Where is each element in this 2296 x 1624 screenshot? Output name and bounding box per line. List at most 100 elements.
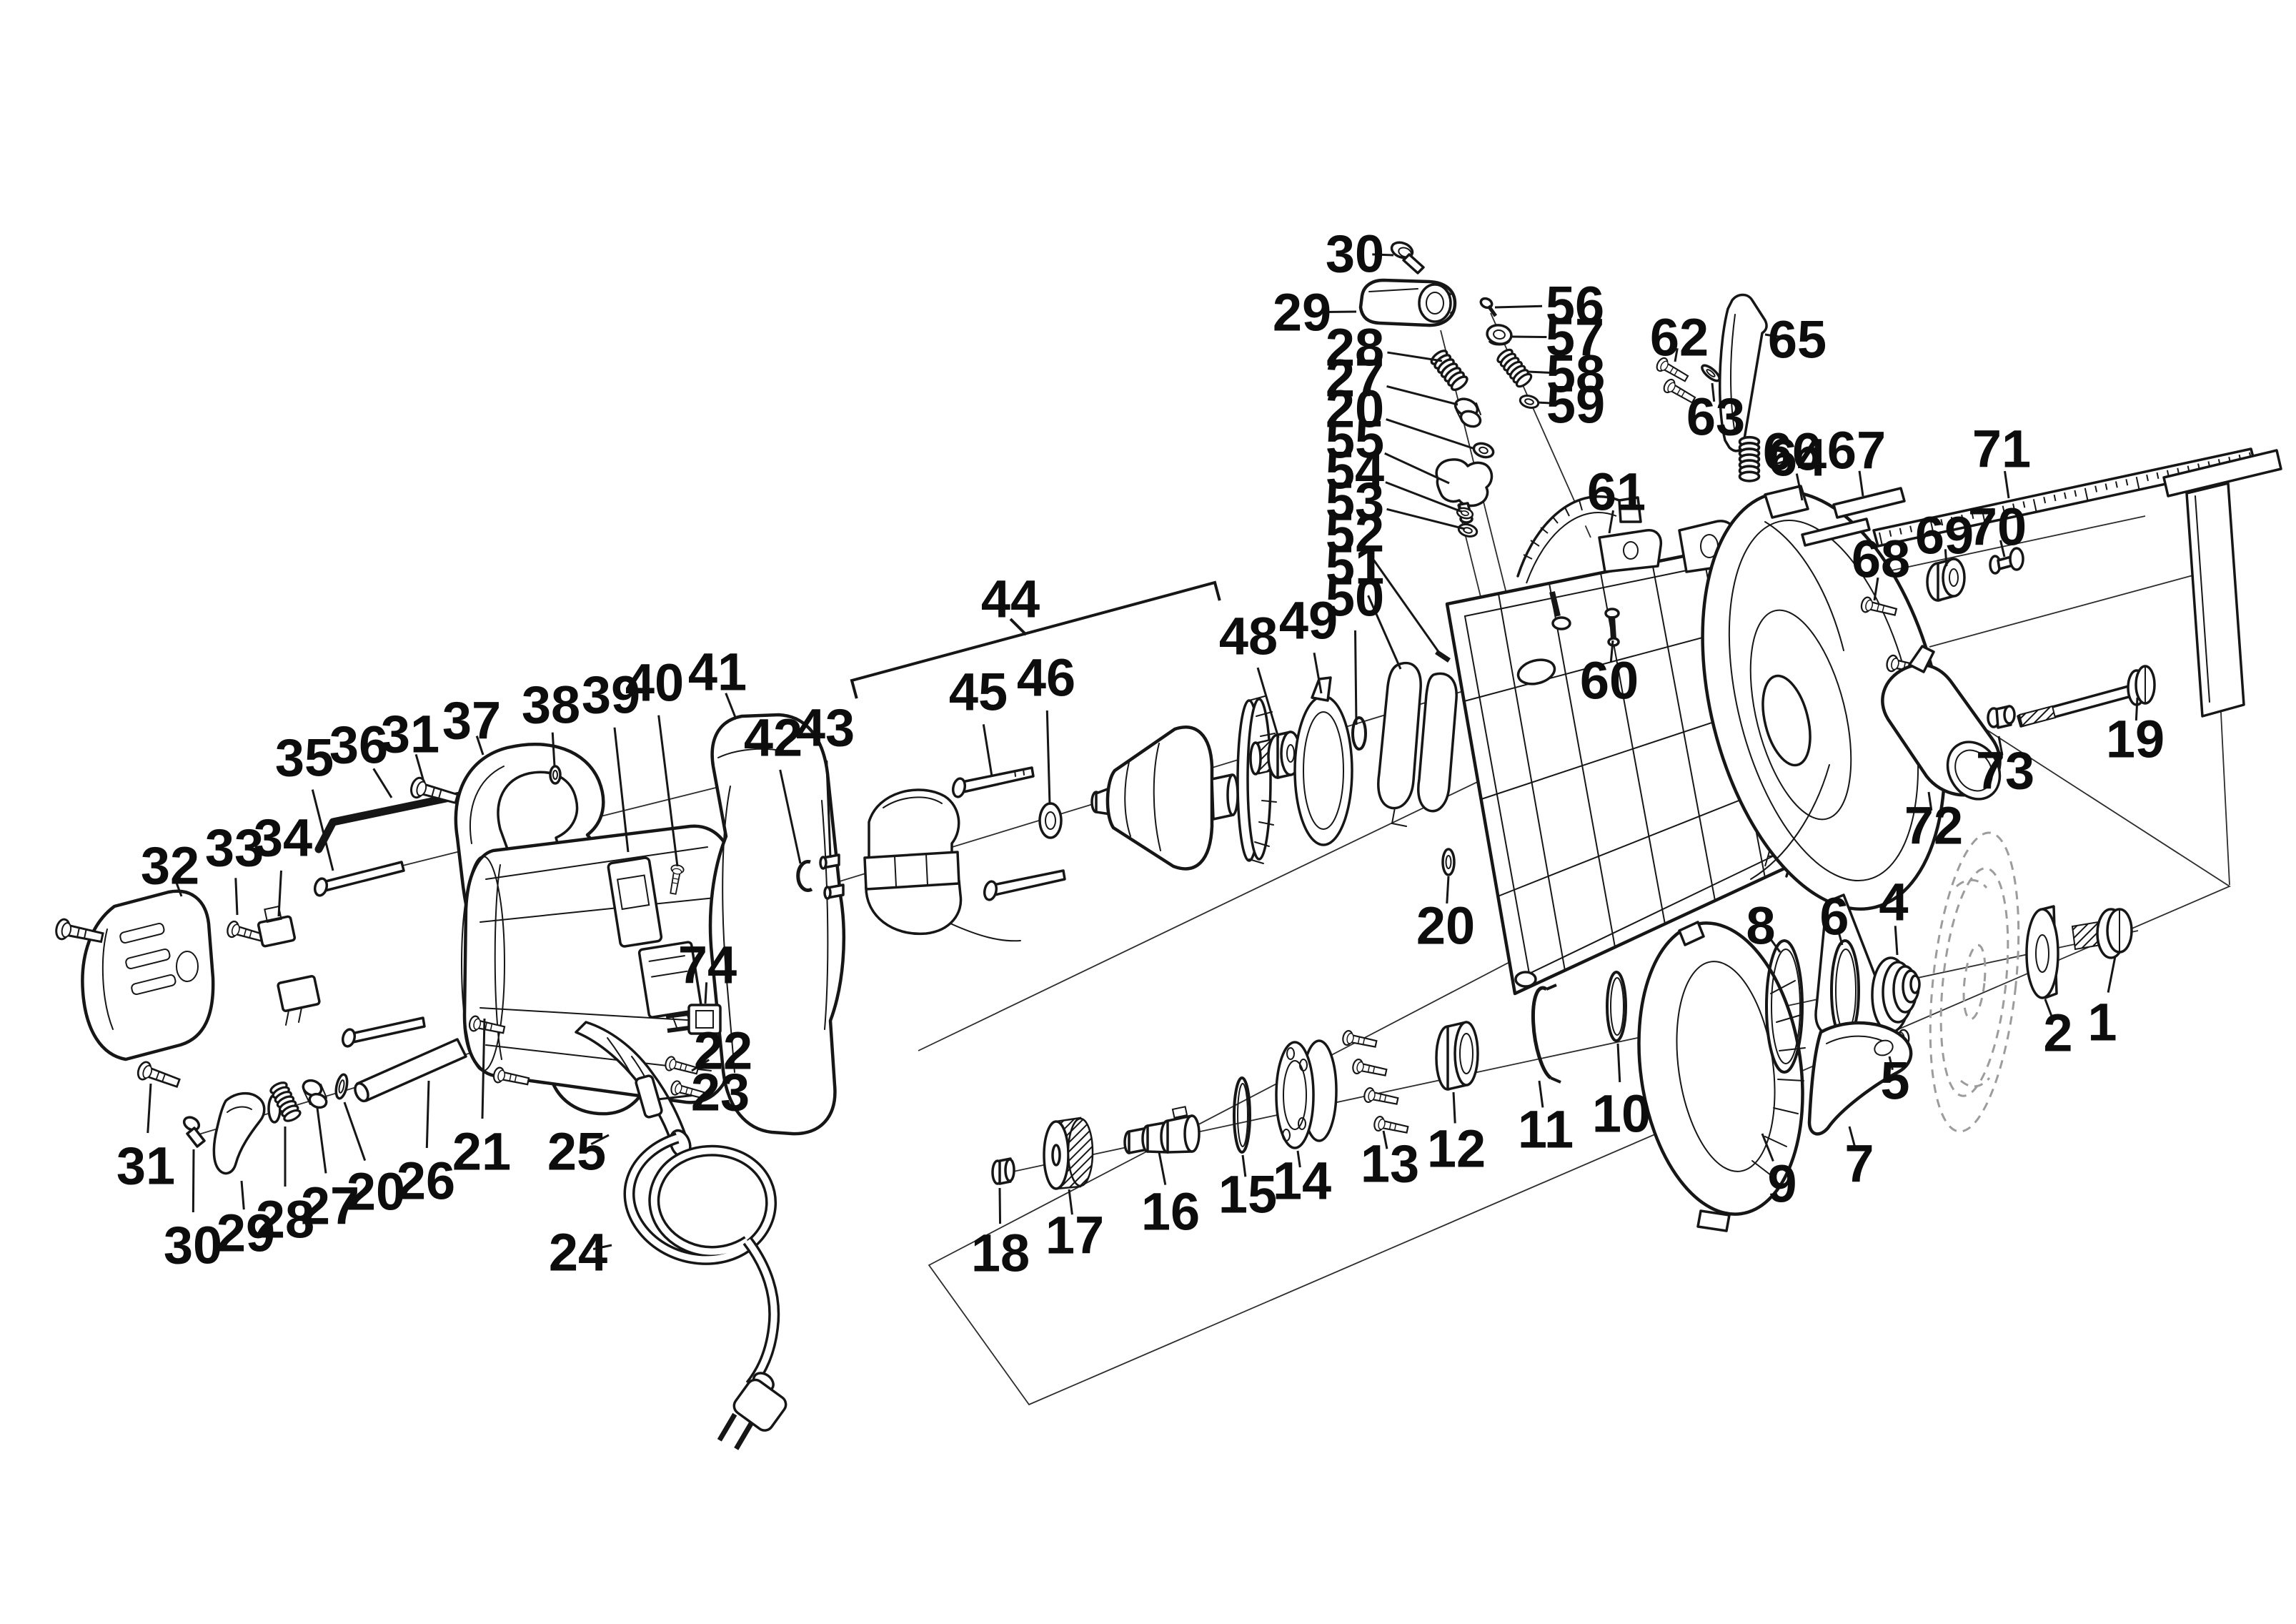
screw-70 [1989, 547, 2024, 575]
bracket-tick [1009, 618, 1028, 636]
ruler-tick [2104, 483, 2108, 490]
part-callout-53: 53 [1326, 472, 1384, 531]
bolt-19 [2017, 665, 2156, 728]
rod-26 [354, 1038, 467, 1103]
part-callout-57: 57 [1546, 308, 1604, 367]
bevel-lever-7 [1807, 1021, 1913, 1136]
part-callout-56: 56 [1546, 276, 1604, 335]
ruler-tick [2053, 494, 2057, 502]
part-callout-31: 31 [381, 705, 439, 764]
leader-line-63 [1711, 382, 1716, 402]
circlip-11 [1531, 984, 1561, 1084]
plate-pin-washer [1551, 616, 1571, 630]
power-cord-24 [623, 1132, 787, 1450]
ruler-tick [1929, 521, 1934, 534]
part-callout-60: 60 [1580, 651, 1639, 710]
ring-10 [1606, 971, 1627, 1042]
part-callout-49: 49 [1279, 591, 1338, 650]
part-callout-28: 28 [1326, 318, 1384, 377]
lower-guard-horn-72 [1881, 645, 2002, 801]
collar-57 [1486, 324, 1513, 346]
gear-17 [1043, 1116, 1094, 1190]
guard-lever-51 [1377, 661, 1458, 827]
rip-fence [2162, 449, 2282, 718]
leader-line-12 [1452, 1091, 1456, 1124]
leader-line-56 [1494, 304, 1543, 309]
part-callout-73: 73 [1976, 741, 2034, 801]
cord-clamp-22-23 [635, 1054, 706, 1119]
leader-line-37 [475, 736, 484, 756]
oring-15 [1233, 1076, 1251, 1154]
leader-line-4 [1894, 926, 1899, 956]
spindle-16 [1123, 1106, 1201, 1154]
leader-line-53 [1386, 508, 1466, 530]
leader-line-55 [1384, 452, 1450, 485]
outer-flange-2 [2025, 905, 2059, 999]
ruler-tick [1992, 508, 1995, 515]
ruler-tick [2114, 481, 2118, 488]
stator-coil-44 [863, 788, 1021, 942]
leader-line-16 [1158, 1152, 1167, 1185]
screw-30-left [182, 1116, 206, 1148]
spacer-18 [991, 1157, 1015, 1185]
sleeve-73 [1987, 705, 2016, 729]
part-callout-12: 12 [1427, 1119, 1486, 1179]
leader-line-68 [1873, 577, 1879, 601]
ruler-tick [1899, 528, 1902, 535]
part-callout-33: 33 [205, 818, 264, 878]
part-callout-7: 7 [1844, 1134, 1874, 1194]
ruler-tick [2156, 472, 2160, 480]
ruler-tick [2012, 503, 2015, 510]
washer-20-mid [1441, 848, 1456, 876]
brush-holder-34b [277, 975, 321, 1026]
leader-line-13 [1382, 1130, 1388, 1149]
blade-ring [1939, 867, 2009, 1097]
ruler-tick [1879, 532, 1883, 545]
leader-line-70 [1999, 540, 2006, 558]
leader-line-20 [1446, 876, 1450, 904]
oring-50 [1351, 716, 1367, 751]
part-callout-2: 2 [2043, 1004, 2072, 1063]
axis-line-fence [1864, 515, 2146, 577]
ruler-tick [1889, 530, 1892, 537]
brush-holder-34a [257, 905, 297, 948]
leader-line-62 [1674, 348, 1679, 362]
leader-line-46 [1045, 710, 1051, 806]
part-callout-20: 20 [347, 1162, 405, 1222]
leader-line-49 [1313, 653, 1323, 694]
hex-key-36 [314, 791, 467, 853]
spring-washer-stack-4 [1871, 956, 1921, 1034]
ruler-tick [1919, 523, 1923, 530]
ruler-tick [2022, 501, 2026, 508]
screw-45a [951, 766, 1035, 798]
leader-line-5 [1888, 1056, 1894, 1071]
part-callout-22: 22 [694, 1021, 752, 1081]
leader-line-74 [704, 982, 708, 1004]
ruler-tick [2084, 487, 2089, 500]
leader-line-42 [779, 769, 802, 864]
part-callout-17: 17 [1045, 1206, 1104, 1265]
ruler-tick [2094, 485, 2098, 492]
part-callout-35: 35 [275, 728, 334, 788]
part-callout-29: 29 [1273, 283, 1331, 342]
leader-line-2 [2044, 999, 2054, 1019]
lock-lever-29 [212, 1091, 266, 1175]
spring-28-top [1428, 347, 1471, 394]
flange-plate-14 [1275, 1039, 1338, 1149]
part-callout-19: 19 [2106, 710, 2165, 769]
spacer-48 [1267, 731, 1301, 779]
ruler-tick [2146, 474, 2149, 482]
leader-line-26 [425, 1080, 430, 1149]
part-callout-30: 30 [164, 1216, 222, 1275]
ruler-tick [2043, 497, 2047, 504]
leader-line-25 [590, 1134, 610, 1145]
ruler-tick [2074, 490, 2077, 497]
part-callout-32: 32 [141, 836, 199, 896]
callout-layer: 3029282720555453525150565758596263656461… [116, 224, 2165, 1283]
blade-outline [1929, 831, 2020, 1133]
leader-line-36 [372, 768, 393, 798]
part-callout-31: 31 [116, 1137, 175, 1196]
part-callout-14: 14 [1273, 1152, 1331, 1211]
screw-30-top [1390, 241, 1425, 274]
part-callout-39: 39 [582, 665, 640, 725]
